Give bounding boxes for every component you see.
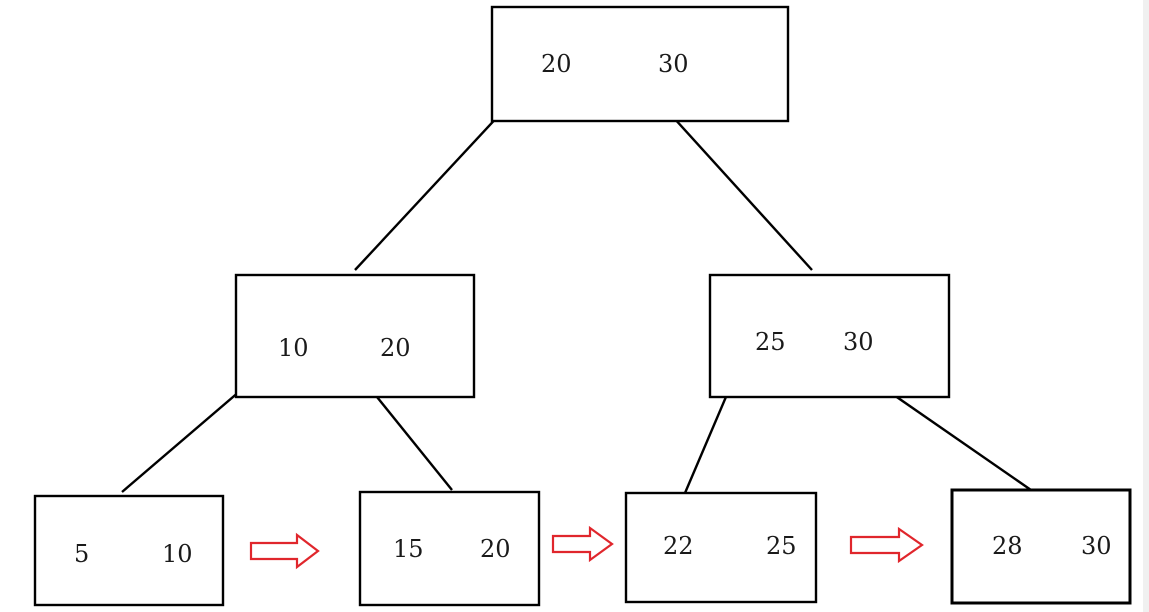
right-edge-strip <box>1143 0 1149 612</box>
leaf-node-4-box <box>950 488 1132 605</box>
leaf-node-4: 28 30 <box>950 488 1132 605</box>
internal-node-left: 10 20 <box>234 273 476 399</box>
leaf-1-key-1: 5 <box>74 540 89 568</box>
internal-right-key-1: 25 <box>755 328 786 356</box>
internal-left-key-2: 20 <box>380 334 411 362</box>
leaf-node-2: 15 20 <box>358 490 541 607</box>
leaf-node-3: 22 25 <box>624 491 818 604</box>
leaf-4-key-1: 28 <box>992 532 1023 560</box>
root-node: 20 30 <box>490 5 790 123</box>
leaf-link-arrow-icon <box>551 525 614 563</box>
leaf-3-key-2: 25 <box>766 532 797 560</box>
root-key-2: 30 <box>658 50 689 78</box>
root-node-box <box>490 5 790 123</box>
leaf-4-key-2: 30 <box>1081 532 1112 560</box>
leaf-node-2-box <box>358 490 541 607</box>
internal-node-right: 25 30 <box>708 273 951 399</box>
leaf-link-arrow-icon <box>249 532 320 570</box>
leaf-1-key-2: 10 <box>162 540 193 568</box>
leaf-2-key-1: 15 <box>393 535 424 563</box>
leaf-link-arrow-icon <box>849 526 924 564</box>
leaf-node-1-box <box>33 494 225 607</box>
leaf-links <box>249 525 924 570</box>
internal-right-key-2: 30 <box>843 328 874 356</box>
root-key-1: 20 <box>541 50 572 78</box>
internal-node-right-box <box>708 273 951 399</box>
internal-node-left-box <box>234 273 476 399</box>
leaf-node-1: 5 10 <box>33 494 225 607</box>
leaf-3-key-1: 22 <box>663 532 694 560</box>
leaf-node-3-box <box>624 491 818 604</box>
leaf-2-key-2: 20 <box>480 535 511 563</box>
internal-left-key-1: 10 <box>278 334 309 362</box>
